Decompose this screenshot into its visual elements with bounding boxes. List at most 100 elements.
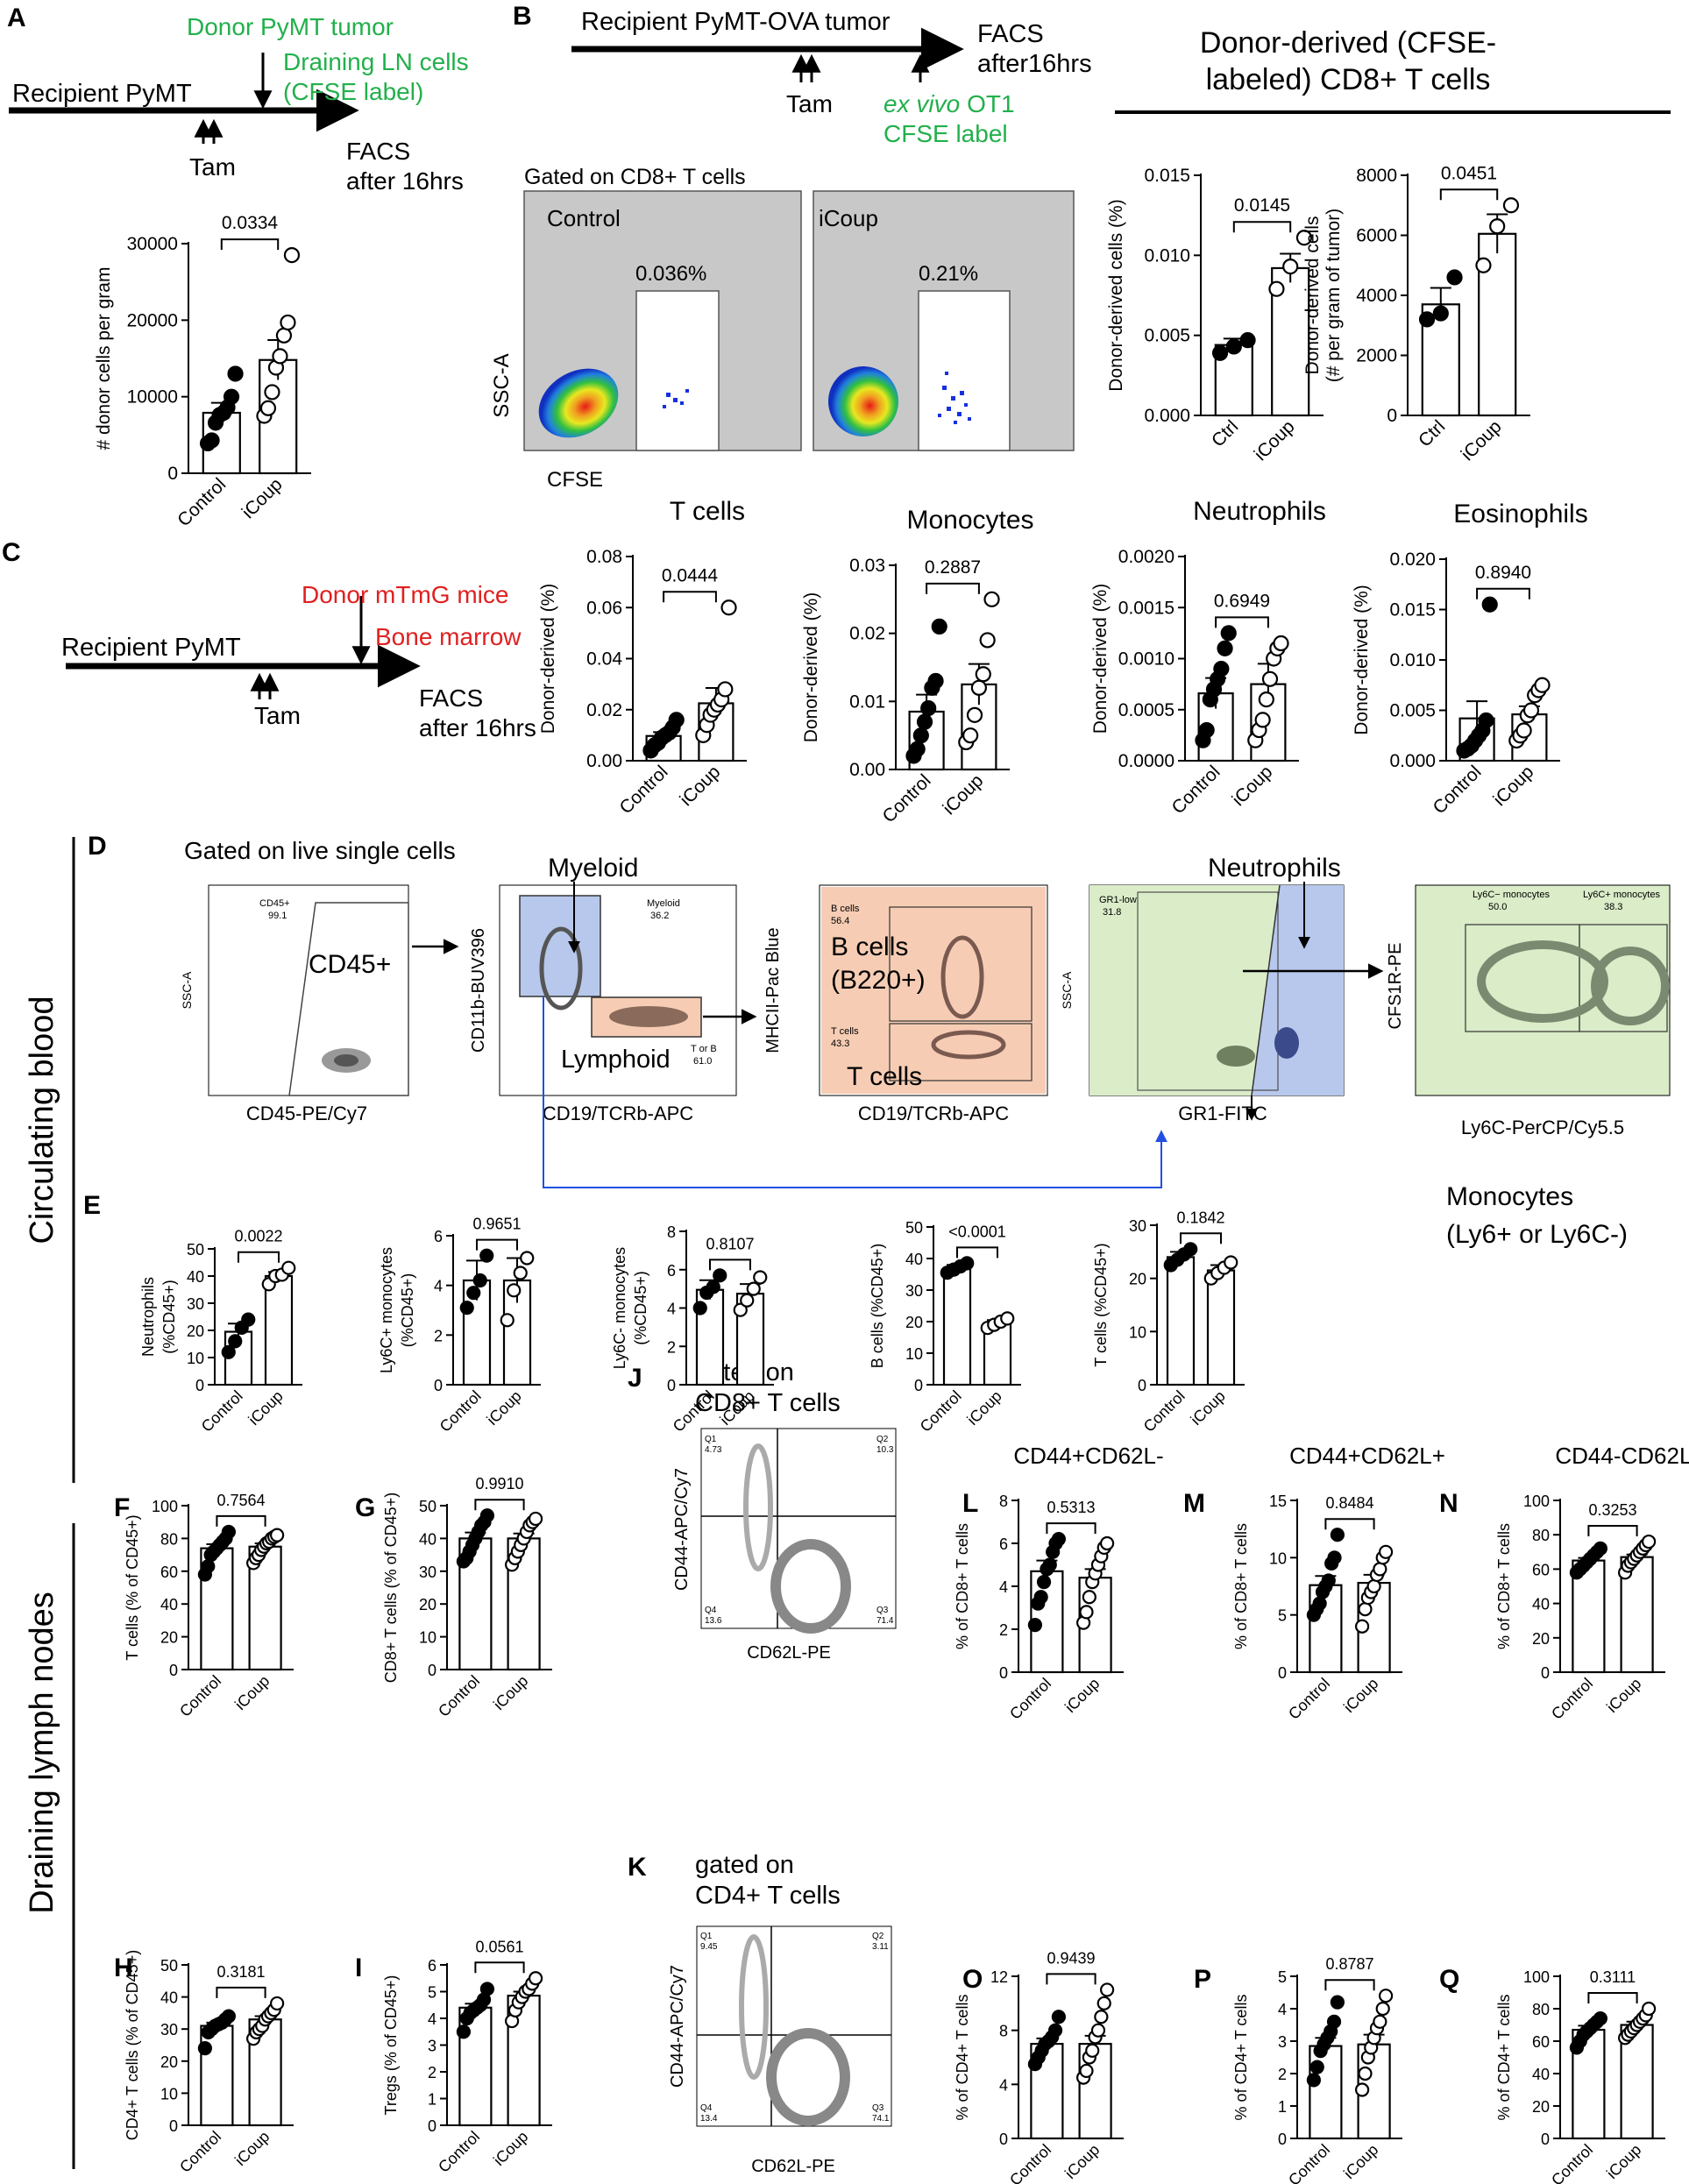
y-tick-label: 0.06 bbox=[586, 598, 622, 618]
y-tick-label: 2 bbox=[434, 1327, 443, 1344]
gate-name: GR1-low bbox=[1099, 895, 1137, 905]
y-tick-label: 40 bbox=[1532, 2066, 1550, 2083]
panel-d: D Gated on live single cells CD45+ 99.1 … bbox=[88, 832, 1671, 1249]
data-point bbox=[1378, 1544, 1394, 1559]
y-axis-label: Donor-derived cells bbox=[1302, 216, 1323, 375]
data-point bbox=[1375, 2001, 1390, 2017]
y-tick-label: 0.00 bbox=[849, 760, 885, 780]
y-axis-label: Donor-derived (%) bbox=[538, 584, 558, 734]
data-point bbox=[221, 1524, 236, 1540]
recipient-label: Recipient PyMT bbox=[61, 634, 241, 662]
x-tick-label: iCoup bbox=[490, 2128, 531, 2169]
x-tick-label: Control bbox=[615, 762, 671, 818]
panel-letter: I bbox=[355, 1954, 362, 1982]
data-point bbox=[221, 2009, 236, 2024]
x-tick-label: Control bbox=[1006, 1675, 1054, 1723]
data-point bbox=[1593, 2011, 1608, 2026]
x-tick-label: Control bbox=[198, 1387, 246, 1436]
panel-letter: N bbox=[1439, 1489, 1458, 1518]
y-axis-label: Ly6C+ monocytes bbox=[378, 1247, 395, 1373]
panel-a: A Donor PyMT tumor Draining LN cells (CF… bbox=[7, 4, 469, 195]
bcell-label: B cells bbox=[831, 932, 908, 961]
y-tick-label: 0.0000 bbox=[1118, 751, 1174, 771]
data-point bbox=[975, 666, 991, 683]
chart-title: Eosinophils bbox=[1453, 500, 1587, 528]
data-point bbox=[962, 727, 979, 744]
significance-bracket bbox=[1476, 587, 1530, 599]
gate2-value: 61.0 bbox=[693, 1056, 712, 1067]
quadrant-label: Q2 bbox=[876, 1435, 889, 1444]
y-tick-label: 0.005 bbox=[1389, 701, 1436, 721]
gated-label: gated on bbox=[695, 1851, 794, 1879]
p-value: 0.0334 bbox=[222, 213, 279, 233]
flow-plot-monocytes bbox=[1415, 884, 1671, 1096]
data-point bbox=[228, 1334, 243, 1349]
y-tick-label: 100 bbox=[1523, 1968, 1550, 1986]
gate-value: 99.1 bbox=[268, 911, 287, 921]
data-point bbox=[1268, 280, 1285, 297]
significance-bracket bbox=[1439, 188, 1499, 201]
quadrant-label: Q4 bbox=[700, 2103, 713, 2113]
y-axis-label: SSC-A bbox=[1060, 971, 1074, 1009]
cd45-label: CD45+ bbox=[309, 950, 391, 979]
x-tick-label: Ctrl bbox=[1415, 416, 1449, 450]
ln-label: Draining LN cells bbox=[283, 48, 469, 75]
panel-letter: H bbox=[114, 1954, 133, 1982]
y-tick-label: 10 bbox=[160, 2085, 178, 2102]
gr1-low-gate bbox=[1137, 891, 1279, 1091]
ln-label-2: (CFSE label) bbox=[283, 78, 423, 105]
y-axis-label: CD4+ T cells (% of CD45+) bbox=[124, 1950, 141, 2140]
significance-bracket bbox=[216, 1514, 266, 1527]
data-point bbox=[1358, 1602, 1373, 1617]
y-tick-label: 50 bbox=[160, 1957, 178, 1975]
x-tick-label: iCoup bbox=[1489, 762, 1537, 810]
data-point bbox=[1225, 338, 1242, 355]
y-tick-label: 8000 bbox=[1356, 166, 1397, 186]
y-tick-label: 0 bbox=[1541, 2131, 1550, 2148]
b-header-2: labeled) CD8+ T cells bbox=[1206, 63, 1491, 96]
y-tick-label: 0.08 bbox=[586, 547, 622, 567]
cell-cloud bbox=[931, 1030, 1006, 1060]
flow-label: iCoup bbox=[819, 205, 878, 231]
data-point bbox=[720, 599, 737, 616]
flow-label: Control bbox=[547, 205, 621, 231]
data-point bbox=[223, 388, 240, 405]
chart-title: Monocytes bbox=[906, 506, 1033, 535]
data-point bbox=[466, 1286, 481, 1301]
panel-letter: L bbox=[962, 1489, 978, 1518]
gate-name: Ly6C− monocytes bbox=[1473, 890, 1550, 900]
x-axis-label: CD62L-PE bbox=[747, 1643, 831, 1663]
y-tick-label: 4 bbox=[667, 1301, 676, 1318]
data-point bbox=[1099, 1535, 1115, 1551]
p-value: 0.3253 bbox=[1588, 1501, 1636, 1519]
gr1-low-bg bbox=[1089, 885, 1280, 1096]
data-point bbox=[528, 1971, 543, 1986]
y-axis-label: % of CD8+ T cells bbox=[1232, 1523, 1250, 1649]
cfse-label: CFSE label bbox=[884, 120, 1008, 147]
panel-letter: O bbox=[962, 1965, 983, 1994]
gate-divider bbox=[1251, 884, 1281, 1096]
significance-bracket bbox=[476, 1238, 518, 1251]
tam-label: Tam bbox=[786, 90, 833, 117]
y-tick-label: 0.02 bbox=[849, 624, 885, 644]
y-tick-label: 50 bbox=[419, 1498, 436, 1515]
y-tick-label: 4 bbox=[434, 1278, 443, 1295]
y-tick-label: 0 bbox=[1387, 406, 1397, 426]
panel-letter: A bbox=[7, 4, 26, 32]
monocyte-label: Monocytes bbox=[1446, 1182, 1573, 1211]
y-tick-label: 0.0020 bbox=[1118, 547, 1174, 567]
data-point bbox=[1258, 691, 1274, 708]
y-tick-label: 2 bbox=[667, 1338, 676, 1356]
significance-bracket bbox=[926, 582, 980, 594]
data-point bbox=[931, 618, 947, 635]
y-tick-label: 0 bbox=[428, 2117, 436, 2135]
x-tick-label: iCoup bbox=[963, 1387, 1004, 1429]
y-tick-label: 10 bbox=[419, 1629, 436, 1647]
data-point bbox=[1373, 1562, 1387, 1577]
data-point bbox=[1047, 2023, 1063, 2038]
